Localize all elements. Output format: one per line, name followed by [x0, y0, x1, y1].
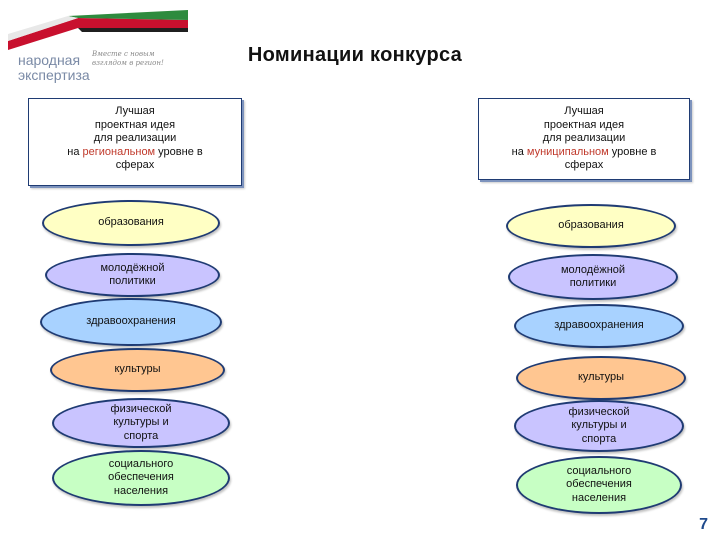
left-oval-social-line3: населения — [113, 484, 169, 497]
left-oval-healthcare: здравоохранения — [40, 298, 222, 346]
right-oval-sport-line1: физической — [568, 405, 630, 418]
right-oval-culture-line1: культуры — [577, 371, 625, 384]
left-header-line3: для реализации — [93, 132, 177, 144]
left-oval-youth-policy-line1: молодёжной — [100, 261, 165, 274]
left-header-line4-pre: на — [67, 145, 83, 158]
right-header-line3: для реализации — [542, 132, 626, 144]
left-header-line5: сферах — [115, 159, 155, 171]
left-oval-healthcare-line1: здравоохранения — [86, 315, 176, 328]
right-oval-healthcare-line1: здравоохранения — [554, 319, 644, 332]
left-oval-education: образования — [42, 200, 220, 246]
right-oval-social-line2: обеспечения — [566, 478, 632, 491]
right-header-line2: проектная идея — [543, 118, 625, 131]
right-header-line1: Лучшая — [564, 105, 604, 117]
right-oval-healthcare: здравоохранения — [514, 304, 684, 348]
left-header-line4: на региональном уровне в — [29, 146, 241, 160]
left-header-line2: проектная идея — [94, 118, 176, 131]
right-header-line5: сферах — [564, 159, 604, 171]
left-oval-sport-line1: физической — [110, 402, 172, 415]
right-oval-sport-line2: культуры и — [571, 419, 627, 432]
right-oval-sport-line3: спорта — [581, 432, 617, 445]
left-oval-social-line2: обеспечения — [108, 471, 174, 484]
left-oval-sport-line2: культуры и — [113, 416, 169, 429]
left-oval-culture: культуры — [50, 348, 225, 392]
right-header-box: Лучшая проектная идея для реализации на … — [478, 98, 690, 180]
logo-text-line1: народная — [18, 52, 81, 68]
page-number: 7 — [699, 516, 708, 533]
logo-slogan-line1: Вместе с новым — [92, 50, 155, 58]
right-oval-culture: культуры — [516, 356, 686, 400]
right-header-level: муниципальном — [526, 145, 609, 158]
left-header-line1: Лучшая — [115, 105, 155, 117]
left-oval-youth-policy-line2: политики — [109, 275, 156, 287]
right-oval-education-line1: образования — [558, 219, 624, 232]
left-header-line4-post: уровне в — [155, 145, 203, 158]
logo-slogan-line2: взглядом в регион! — [92, 59, 164, 67]
logo-slogan: Вместе с новым взглядом в регион! — [92, 50, 202, 68]
right-header-line4-post: уровне в — [608, 145, 657, 158]
right-header-line4-pre: на — [511, 145, 527, 158]
logo-flag-icon — [8, 10, 188, 50]
left-oval-sport-line3: спорта — [123, 429, 159, 442]
logo: народная экспертиза Вместе с новым взгля… — [8, 6, 198, 90]
page-title: Номинации конкурса — [247, 44, 463, 66]
logo-text-line2: экспертиза — [18, 67, 90, 83]
left-oval-culture-line1: культуры — [114, 363, 161, 376]
right-oval-social-line1: социального — [566, 464, 632, 477]
left-header-box: Лучшая проектная идея для реализации на … — [28, 98, 242, 186]
left-header-level: региональном — [82, 145, 156, 158]
right-header-line4: на муниципальном уровне в — [479, 146, 689, 160]
left-oval-social-line1: социального — [108, 457, 174, 470]
right-oval-youth-policy-line2: политики — [569, 277, 617, 289]
right-oval-education: образования — [506, 204, 676, 248]
right-oval-social-line3: населения — [571, 491, 627, 504]
left-oval-education-line1: образования — [98, 216, 164, 229]
right-oval-youth-policy-line1: молодёжной — [560, 263, 626, 276]
